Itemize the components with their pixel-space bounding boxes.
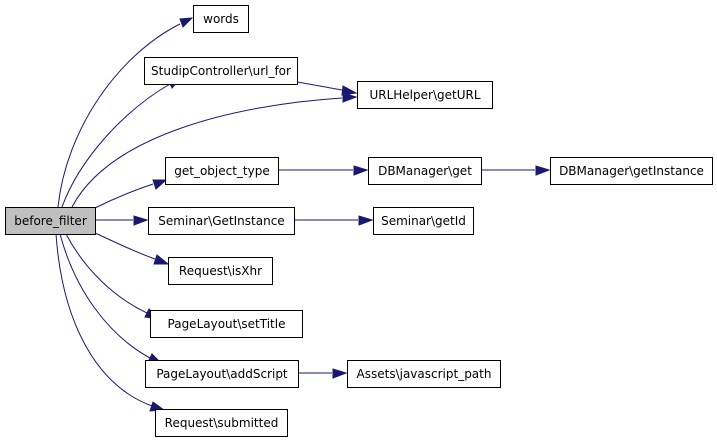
edge-before_filter-getURL (71, 97, 343, 208)
arrow-url_for-getURL (341, 85, 358, 96)
nodes-layer: before_filter wordsStudipController\url_f… (5, 5, 713, 437)
node-label: URLHelper\getURL (369, 88, 480, 102)
node-box (155, 409, 288, 437)
edge-before_filter-words (57, 23, 181, 208)
node-before_filter[interactable]: before_filter (5, 207, 96, 235)
node-box (144, 57, 298, 85)
node-isXhr[interactable]: Request\isXhr (168, 257, 273, 285)
node-label: words (203, 12, 239, 26)
edge-before_filter-setTitle (65, 233, 148, 314)
node-jspath[interactable]: Assets\javascript_path (347, 360, 501, 388)
node-label: PageLayout\addScript (156, 367, 288, 381)
arrow-get_object_type-dbget (353, 165, 369, 176)
node-box (145, 360, 299, 388)
node-label: PageLayout\setTitle (168, 317, 286, 331)
arrow-before_filter-seminarGetInstance (133, 215, 149, 226)
edge-before_filter-submitted (55, 233, 153, 407)
node-box (368, 157, 482, 185)
node-setTitle[interactable]: PageLayout\setTitle (150, 310, 303, 338)
arrow-addScript-jspath (332, 368, 348, 379)
node-dbget[interactable]: DBManager\get (368, 157, 482, 185)
node-label: DBManager\get (378, 164, 472, 178)
node-label: StudipController\url_for (151, 64, 291, 78)
arrow-before_filter-getURL (342, 92, 358, 103)
node-label: Assets\javascript_path (357, 367, 492, 381)
node-label: before_filter (14, 214, 87, 228)
node-get_object_type[interactable]: get_object_type (165, 157, 279, 185)
node-label: get_object_type (174, 164, 270, 178)
edge-before_filter-get_object_type (94, 183, 154, 209)
edge-before_filter-isXhr (94, 232, 156, 260)
arrow-before_filter-words (179, 17, 194, 28)
arrow-seminarGetInstance-seminarGetId (358, 215, 374, 226)
node-box (168, 257, 273, 285)
node-label: Request\isXhr (179, 264, 262, 278)
arrow-before_filter-isXhr (153, 254, 170, 265)
node-label: DBManager\getInstance (559, 164, 704, 178)
node-getInstanceDB[interactable]: DBManager\getInstance (550, 157, 713, 185)
node-box (550, 157, 713, 185)
node-box (347, 360, 501, 388)
node-box (357, 81, 493, 109)
node-box (373, 207, 474, 235)
node-box (5, 207, 96, 235)
arrow-before_filter-get_object_type (152, 179, 168, 190)
node-getURL[interactable]: URLHelper\getURL (357, 81, 493, 109)
node-seminarGetInstance[interactable]: Seminar\GetInstance (148, 207, 295, 235)
node-seminarGetId[interactable]: Seminar\getId (373, 207, 474, 235)
node-box (150, 310, 303, 338)
edge-before_filter-url_for (61, 83, 171, 208)
edge-url_for-getURL (296, 81, 343, 91)
arrow-dbget-getInstanceDB (535, 165, 551, 176)
node-label: Seminar\GetInstance (158, 214, 284, 228)
edge-before_filter-addScript (59, 233, 151, 359)
node-label: Seminar\getId (381, 214, 466, 228)
node-words[interactable]: words (193, 5, 249, 33)
node-submitted[interactable]: Request\submitted (155, 409, 288, 437)
node-box (165, 157, 279, 185)
node-url_for[interactable]: StudipController\url_for (144, 57, 298, 85)
node-addScript[interactable]: PageLayout\addScript (145, 360, 299, 388)
edges-layer (55, 17, 551, 412)
node-box (148, 207, 295, 235)
node-box (193, 5, 249, 33)
node-label: Request\submitted (165, 416, 279, 430)
